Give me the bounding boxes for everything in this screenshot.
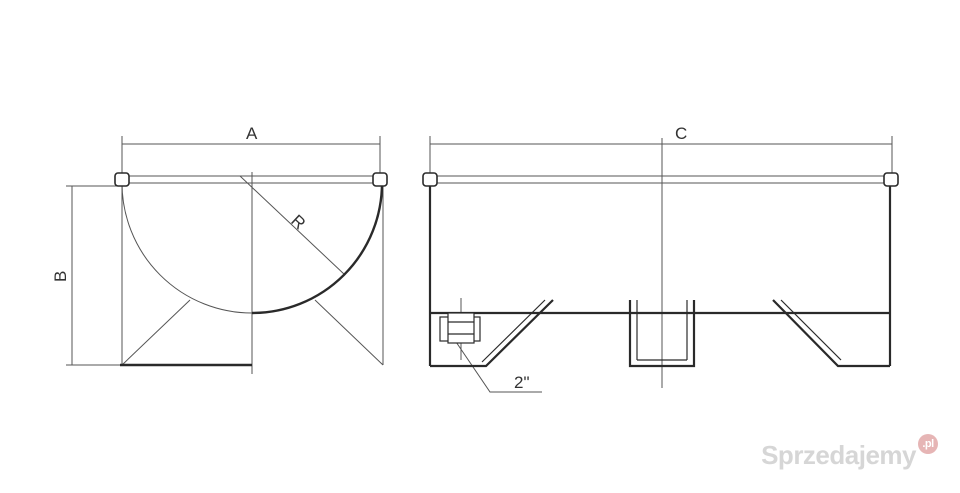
pipe-leader bbox=[451, 335, 542, 393]
side-thick-lines bbox=[120, 182, 384, 367]
dimension-c bbox=[429, 136, 893, 178]
front-view bbox=[429, 136, 893, 393]
side-view bbox=[66, 136, 384, 374]
fork-pocket bbox=[628, 300, 696, 368]
front-rail-cap-left bbox=[422, 172, 438, 187]
front-rail-cap-right bbox=[883, 172, 899, 187]
front-thick-lines bbox=[428, 183, 892, 368]
front-base-right bbox=[772, 299, 890, 368]
dim-r-label: R bbox=[287, 211, 309, 233]
trough-arc-thick bbox=[251, 182, 384, 315]
trough-arc-thin bbox=[121, 182, 253, 314]
dimension-b bbox=[66, 185, 120, 366]
radius-line bbox=[239, 175, 346, 276]
pipe-connector bbox=[439, 312, 481, 344]
dimension-a bbox=[121, 136, 381, 178]
dim-b-label: B bbox=[51, 271, 70, 282]
side-rail-cap-left bbox=[114, 172, 130, 187]
side-rail-cap-right bbox=[372, 172, 388, 187]
dim-c-label: C bbox=[675, 124, 687, 143]
front-base-left bbox=[430, 299, 554, 368]
watermark-logo: Sprzedajemy .pl bbox=[761, 434, 938, 471]
dim-a-label: A bbox=[246, 124, 258, 143]
watermark-badge: .pl bbox=[918, 434, 938, 454]
pipe-size-label: 2" bbox=[514, 373, 530, 392]
watermark-text: Sprzedajemy bbox=[761, 440, 916, 470]
